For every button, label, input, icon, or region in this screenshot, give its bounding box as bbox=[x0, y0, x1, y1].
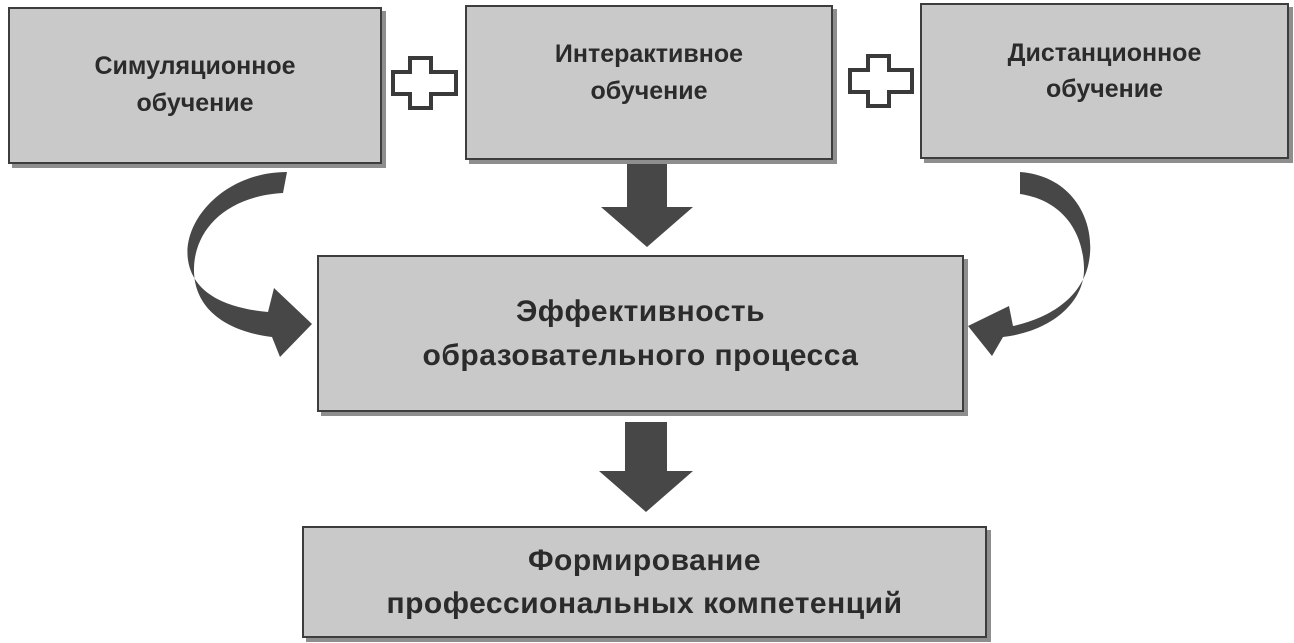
box-process-effectiveness: Эффективность образовательного процесса bbox=[317, 255, 964, 412]
curved-arrow-icon bbox=[968, 172, 1091, 356]
arrow-down-icon bbox=[601, 164, 693, 247]
box-interactive-learning-line2: обучение bbox=[590, 76, 708, 105]
box-distance-learning-text: Дистанционное обучение bbox=[1008, 35, 1202, 108]
box-competence-formation-line2: профессиональных компетенций bbox=[386, 587, 903, 620]
box-distance-learning-line1: Дистанционное bbox=[1007, 38, 1202, 67]
box-competence-formation-text: Формирование профессиональных компетенци… bbox=[386, 539, 902, 626]
box-simulation-learning-line1: Симуляционное bbox=[94, 52, 296, 81]
plus-icon bbox=[391, 56, 458, 110]
box-process-effectiveness-line1: Эффективность bbox=[515, 295, 766, 328]
box-process-effectiveness-line2: образовательного процесса bbox=[422, 338, 859, 372]
box-interactive-learning: Интерактивное обучение bbox=[465, 5, 833, 160]
box-simulation-learning: Симуляционное обучение bbox=[8, 7, 382, 164]
box-competence-formation-line1: Формирование bbox=[527, 543, 762, 577]
box-simulation-learning-text: Симуляционное обучение bbox=[94, 48, 295, 121]
curved-arrow-icon bbox=[187, 172, 312, 357]
arrow-down-icon bbox=[599, 422, 693, 512]
box-competence-formation: Формирование профессиональных компетенци… bbox=[302, 526, 987, 638]
box-simulation-learning-line2: обучение bbox=[136, 88, 254, 117]
box-distance-learning-line2: обучение bbox=[1045, 75, 1164, 103]
box-interactive-learning-line1: Интерактивное bbox=[554, 40, 744, 69]
plus-icon bbox=[848, 54, 914, 108]
box-process-effectiveness-text: Эффективность образовательного процесса bbox=[423, 290, 859, 377]
box-distance-learning: Дистанционное обучение bbox=[920, 3, 1289, 159]
box-interactive-learning-text: Интерактивное обучение bbox=[555, 36, 743, 109]
